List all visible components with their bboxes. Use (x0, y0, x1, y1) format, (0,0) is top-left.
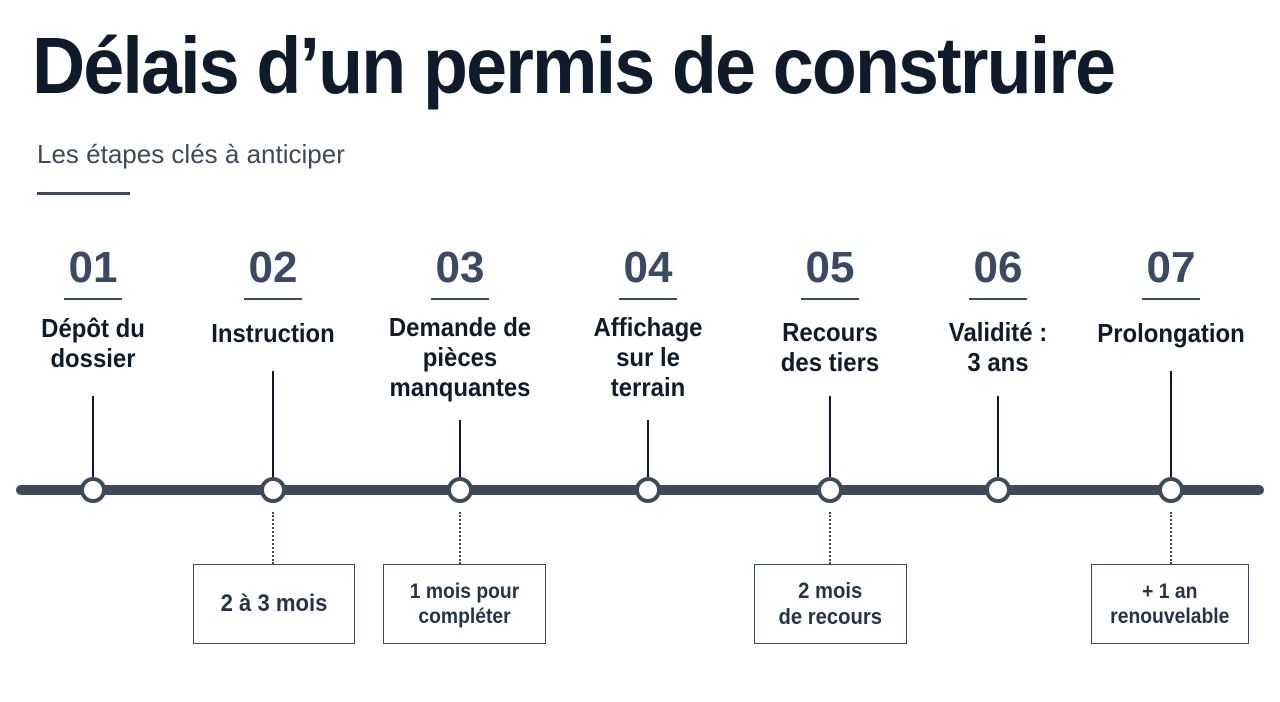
timeline-node (635, 477, 661, 503)
step-number-underline (431, 298, 489, 300)
duration-note-text: 2 mois de recours (778, 577, 883, 629)
note-connector (1170, 512, 1172, 564)
step-number: 05 (805, 243, 855, 292)
step-number-underline (969, 298, 1027, 300)
duration-note: 2 à 3 mois (193, 564, 355, 644)
step-label: Affichage sur le terrain (593, 312, 703, 402)
step-label: Prolongation (1097, 318, 1245, 348)
step-connector (92, 396, 94, 477)
note-connector (459, 512, 461, 564)
step-number-underline (244, 298, 302, 300)
timeline-node (985, 477, 1011, 503)
step-number: 02 (248, 243, 298, 292)
duration-note-text: 2 à 3 mois (220, 589, 328, 617)
timeline-node (260, 477, 286, 503)
duration-note: 1 mois pour compléter (383, 564, 546, 644)
step-number-underline (64, 298, 122, 300)
step-label: Validité : 3 ans (948, 317, 1048, 377)
step-number-underline (619, 298, 677, 300)
duration-note-text: 1 mois pour compléter (409, 579, 520, 628)
duration-note: + 1 an renouvelable (1091, 564, 1249, 644)
duration-note-text: + 1 an renouvelable (1110, 579, 1230, 628)
timeline-node (1158, 477, 1184, 503)
note-connector (829, 512, 831, 564)
step-connector (647, 420, 649, 477)
step-number: 04 (623, 243, 673, 292)
step-number-underline (1142, 298, 1200, 300)
step-connector (997, 396, 999, 477)
step-connector (829, 396, 831, 477)
step-connector (1170, 371, 1172, 477)
timeline-node (817, 477, 843, 503)
step-label: Instruction (211, 318, 335, 348)
step-number: 06 (973, 243, 1023, 292)
subtitle-underline (37, 192, 130, 195)
step-number-underline (801, 298, 859, 300)
step-number: 01 (68, 243, 118, 292)
step-label: Recours des tiers (780, 317, 880, 377)
timeline-node (80, 477, 106, 503)
page-title: Délais d’un permis de construire (32, 21, 1116, 110)
step-label: Dépôt du dossier (41, 313, 145, 373)
duration-note: 2 mois de recours (754, 564, 907, 644)
step-connector (272, 371, 274, 477)
step-number: 07 (1146, 243, 1196, 292)
step-label: Demande de pièces manquantes (388, 312, 532, 402)
page-subtitle: Les étapes clés à anticiper (37, 139, 345, 169)
step-connector (459, 420, 461, 477)
step-number: 03 (435, 243, 485, 292)
note-connector (272, 512, 274, 564)
timeline-node (447, 477, 473, 503)
